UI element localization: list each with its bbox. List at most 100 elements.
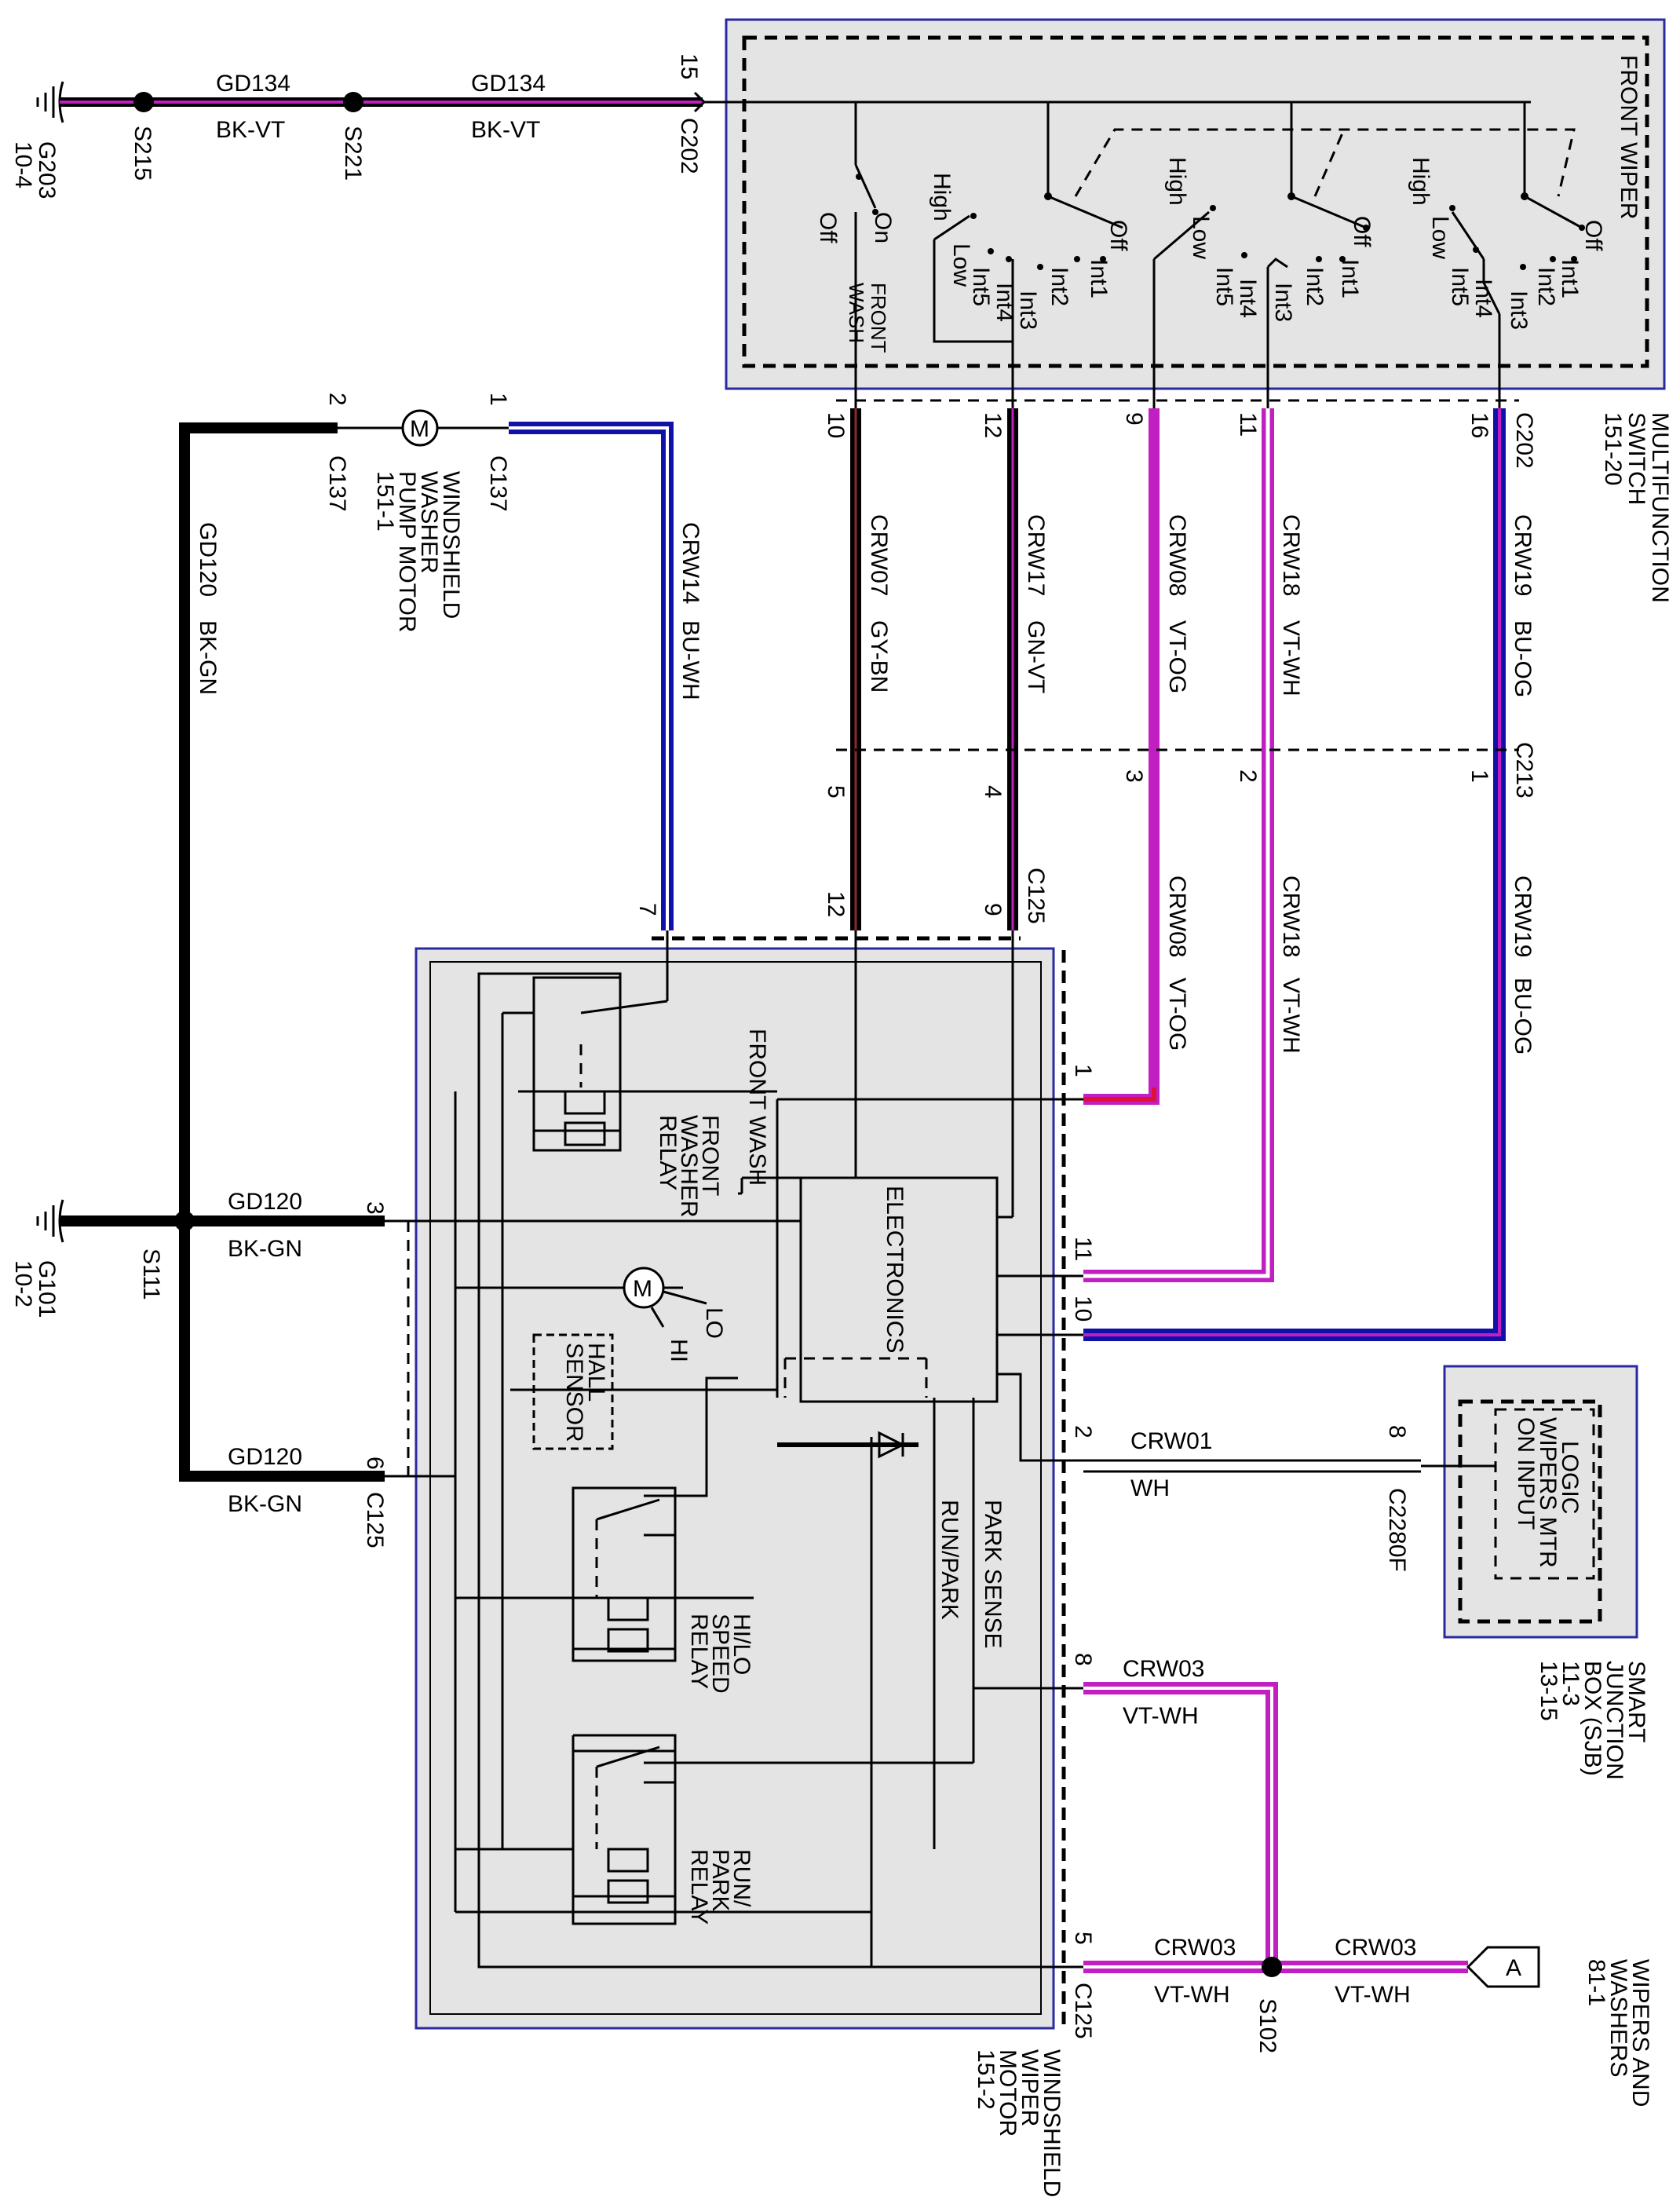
svg-text:Int1: Int1 — [1086, 259, 1112, 298]
svg-text:GD120: GD120 — [228, 1189, 302, 1215]
splice-s215 — [133, 92, 154, 112]
svg-text:Int2: Int2 — [1533, 267, 1559, 306]
svg-text:WIPER: WIPER — [1017, 2049, 1043, 2126]
svg-text:10: 10 — [1070, 1296, 1096, 1322]
wire-crw18 — [1083, 408, 1274, 1282]
svg-text:151-20: 151-20 — [1600, 412, 1626, 485]
svg-text:SPEED: SPEED — [707, 1614, 733, 1694]
svg-text:151-1: 151-1 — [372, 471, 398, 532]
svg-text:G203: G203 — [34, 141, 60, 199]
wire-gd134 — [60, 91, 707, 113]
svg-text:ELECTRONICS: ELECTRONICS — [882, 1186, 908, 1353]
svg-text:9: 9 — [1121, 412, 1147, 426]
svg-text:11-3: 11-3 — [1558, 1661, 1583, 1706]
svg-text:RUN/: RUN/ — [729, 1849, 754, 1907]
svg-text:CRW17: CRW17 — [1023, 514, 1049, 596]
svg-text:3: 3 — [362, 1201, 388, 1215]
svg-text:8: 8 — [1384, 1425, 1410, 1438]
svg-text:WIPERS AND: WIPERS AND — [1627, 1959, 1653, 2107]
svg-text:VT-OG: VT-OG — [1164, 620, 1190, 693]
svg-text:PARK: PARK — [707, 1849, 733, 1911]
label-bkvt-a: BK-VT — [216, 117, 285, 143]
svg-text:Int5: Int5 — [1447, 267, 1473, 306]
svg-text:ON INPUT: ON INPUT — [1513, 1417, 1539, 1530]
svg-text:12: 12 — [823, 891, 849, 917]
svg-text:FRONT: FRONT — [867, 283, 890, 353]
svg-text:BU-WH: BU-WH — [677, 620, 703, 700]
svg-text:81-1: 81-1 — [1583, 1959, 1609, 2006]
svg-text:GN-VT: GN-VT — [1023, 620, 1049, 693]
wipers-washers-ref: WIPERS AND WASHERS 81-1 — [1583, 1959, 1653, 2107]
label-pin15: 15 — [676, 53, 702, 79]
svg-text:GD120: GD120 — [195, 522, 221, 597]
svg-text:Int1: Int1 — [1557, 259, 1583, 298]
connector-a: A — [1466, 1946, 1540, 1988]
svg-text:C202: C202 — [1511, 412, 1537, 469]
wire-crw01 — [1083, 1459, 1421, 1473]
svg-text:2: 2 — [1070, 1425, 1096, 1438]
svg-text:8: 8 — [1070, 1653, 1096, 1666]
svg-text:VT-WH: VT-WH — [1278, 620, 1304, 696]
svg-text:GD120: GD120 — [228, 1444, 302, 1470]
svg-text:2: 2 — [1235, 770, 1261, 783]
svg-text:CRW01: CRW01 — [1130, 1428, 1212, 1454]
svg-text:G101: G101 — [34, 1260, 60, 1318]
svg-text:Int4: Int4 — [1235, 279, 1261, 318]
svg-text:C125: C125 — [1023, 868, 1049, 924]
svg-text:C125: C125 — [362, 1492, 388, 1548]
label-c202-top: C202 — [676, 118, 702, 174]
svg-text:Low: Low — [1427, 216, 1453, 259]
svg-text:M: M — [633, 1276, 652, 1302]
svg-text:Int3: Int3 — [1015, 291, 1041, 330]
svg-text:C137: C137 — [324, 455, 350, 512]
svg-text:A: A — [1506, 1955, 1521, 1981]
svg-text:BU-OG: BU-OG — [1510, 978, 1536, 1055]
svg-text:WINDSHIELD: WINDSHIELD — [1039, 2049, 1065, 2197]
sjb-labels: LOGIC WIPERS MTR ON INPUT — [1513, 1417, 1583, 1568]
svg-text:1: 1 — [1070, 1064, 1096, 1077]
front-washer-relay — [532, 976, 622, 1152]
svg-text:Off: Off — [1105, 220, 1131, 251]
label-s215: S215 — [130, 126, 155, 181]
svg-text:FRONT: FRONT — [697, 1115, 723, 1196]
svg-text:RELAY: RELAY — [655, 1115, 681, 1190]
svg-text:10: 10 — [823, 412, 849, 438]
svg-text:CRW14: CRW14 — [677, 522, 703, 604]
svg-text:1: 1 — [485, 393, 511, 406]
svg-text:Int4: Int4 — [992, 283, 1017, 322]
svg-text:SENSOR: SENSOR — [561, 1343, 587, 1442]
multifunction-switch-name: MULTIFUNCTION SWITCH 151-20 — [1600, 412, 1673, 603]
svg-text:BK-GN: BK-GN — [228, 1236, 302, 1262]
svg-text:WASH: WASH — [845, 283, 868, 343]
svg-text:3: 3 — [1121, 770, 1147, 783]
svg-text:MOTOR: MOTOR — [995, 2049, 1021, 2137]
svg-text:RELAY: RELAY — [686, 1614, 712, 1689]
svg-text:HALL: HALL — [583, 1343, 609, 1402]
svg-text:CRW03: CRW03 — [1154, 1935, 1236, 1961]
svg-text:On: On — [870, 212, 896, 243]
svg-text:Int1: Int1 — [1337, 259, 1363, 298]
svg-text:Int5: Int5 — [968, 267, 994, 306]
svg-text:13-15: 13-15 — [1536, 1661, 1561, 1721]
svg-text:C137: C137 — [485, 455, 511, 512]
label-gd134-a: GD134 — [216, 71, 290, 97]
label-g101: G101 10-2 — [10, 1260, 60, 1318]
svg-text:CRW18: CRW18 — [1278, 514, 1304, 596]
svg-text:PARK SENSE: PARK SENSE — [980, 1500, 1006, 1649]
svg-text:BOX (SJB): BOX (SJB) — [1580, 1661, 1605, 1776]
svg-text:Int3: Int3 — [1506, 291, 1532, 330]
multifunction-switch-labels: FRONT WIPER On Off FRONT WASH High Low I… — [815, 55, 1642, 353]
svg-text:6: 6 — [362, 1457, 388, 1470]
svg-text:16: 16 — [1466, 412, 1492, 438]
svg-text:High: High — [929, 173, 955, 221]
svg-text:VT-OG: VT-OG — [1164, 978, 1190, 1051]
hall-sensor — [532, 1333, 614, 1450]
pin-labels: 10 12 9 11 16 C202 C213 5 4 3 2 1 C125 1… — [362, 412, 1537, 2039]
svg-text:C125: C125 — [1070, 1983, 1096, 2039]
svg-text:Low: Low — [1188, 216, 1214, 259]
svg-text:MULTIFUNCTION: MULTIFUNCTION — [1647, 412, 1673, 603]
svg-text:SWITCH: SWITCH — [1623, 412, 1649, 505]
svg-text:High: High — [1164, 157, 1190, 206]
label-s221: S221 — [340, 126, 366, 181]
